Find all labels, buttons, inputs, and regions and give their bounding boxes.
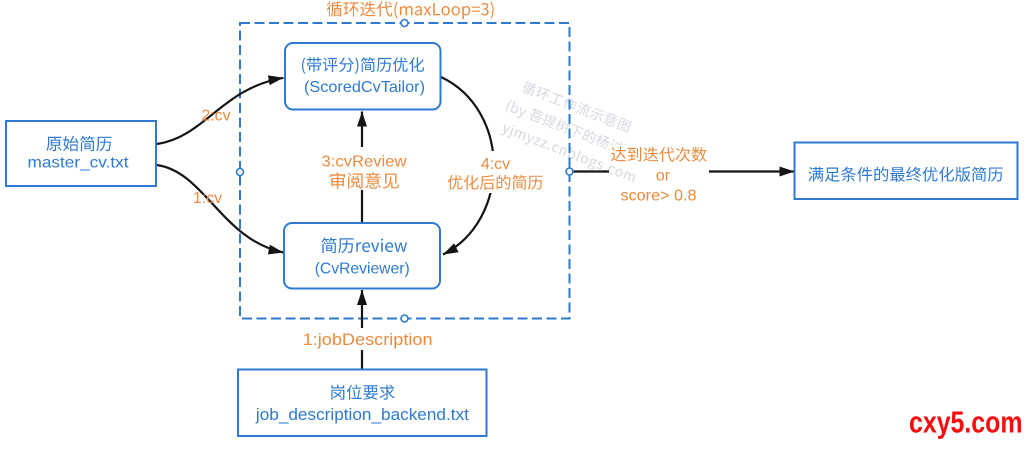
svg-text:master_cv.txt: master_cv.txt: [28, 155, 130, 172]
svg-text:cxy5.com: cxy5.com: [909, 406, 1023, 440]
svg-text:(CvReviewer): (CvReviewer): [315, 261, 410, 278]
svg-text:job_description_backend.txt: job_description_backend.txt: [255, 405, 469, 424]
svg-text:1:jobDescription: 1:jobDescription: [303, 330, 433, 349]
svg-text:1:cv: 1:cv: [193, 190, 222, 207]
svg-text:4:cv: 4:cv: [481, 156, 510, 173]
svg-text:score> 0.8: score> 0.8: [621, 188, 697, 205]
svg-text:or: or: [656, 168, 671, 185]
svg-text:2:cv: 2:cv: [201, 108, 230, 125]
svg-text:3:cvReview: 3:cvReview: [322, 153, 407, 170]
svg-text:(ScoredCvTailor): (ScoredCvTailor): [304, 79, 425, 96]
